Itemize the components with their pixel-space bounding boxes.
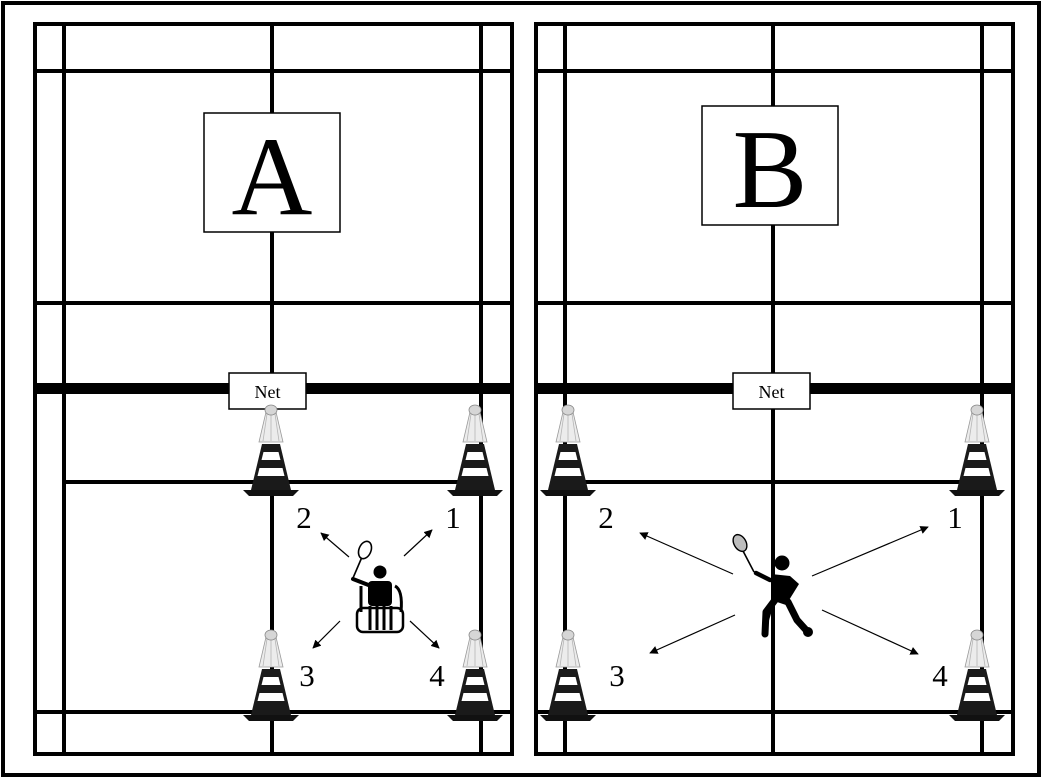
direction-arrow [403, 529, 433, 557]
position-label-4: 4 [429, 658, 445, 693]
net-label-box [228, 372, 307, 410]
cone-shuttle-marker [446, 629, 504, 722]
direction-arrow [639, 532, 734, 575]
standing-player-icon [732, 533, 813, 638]
panel-a: Net A 1 2 3 4 [33, 22, 514, 756]
direction-arrow [821, 609, 919, 655]
position-label-1: 1 [947, 500, 963, 535]
direction-arrow [320, 532, 350, 558]
net-label: Net [759, 382, 785, 402]
panel-label: B [733, 108, 808, 232]
wheelchair-player-icon [351, 540, 405, 634]
direction-arrow [811, 526, 929, 577]
panel-b: Net B 1 2 3 4 [534, 22, 1015, 756]
cone-shuttle-marker [948, 629, 1006, 722]
net-label-box [732, 372, 811, 410]
panel-label: A [232, 115, 313, 239]
position-label-2: 2 [296, 500, 312, 535]
direction-arrow [649, 614, 736, 654]
position-label-3: 3 [299, 658, 315, 693]
panel-label-box [203, 112, 341, 233]
position-label-1: 1 [445, 500, 461, 535]
position-label-2: 2 [598, 500, 614, 535]
panel-label-box [701, 105, 839, 226]
net-label: Net [255, 382, 281, 402]
cone-shuttle-marker [242, 629, 300, 722]
cone-shuttle-marker [539, 629, 597, 722]
direction-arrow [312, 620, 341, 649]
position-label-4: 4 [932, 658, 948, 693]
direction-arrow [409, 620, 440, 649]
position-label-3: 3 [609, 658, 625, 693]
